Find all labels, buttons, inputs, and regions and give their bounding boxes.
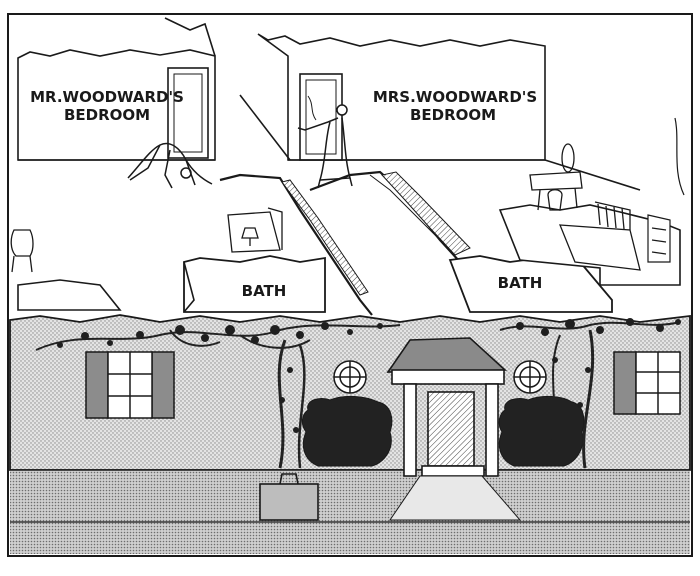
chair-icon [10, 229, 34, 273]
bath-left-label: BATH [242, 282, 287, 300]
bath-left-box [183, 255, 326, 313]
floor-cut-left [219, 173, 373, 316]
lamp-table-icon [227, 207, 283, 253]
standing-woman-figure [297, 95, 353, 189]
mrs-bedroom-label-line1: MRS.WOODWARD'S [373, 88, 537, 106]
round-window-right [513, 360, 547, 394]
vine-leaves [57, 318, 681, 433]
suitcase-icon [259, 473, 319, 521]
roof-jag-left [164, 17, 216, 57]
mr-bedroom-label-line1: MR.WOODWARD'S [30, 88, 184, 106]
mr-bedroom-label-line2: BEDROOM [64, 106, 150, 124]
window-right [613, 351, 681, 415]
porch-post-right [485, 383, 499, 477]
hedge-right [498, 395, 585, 467]
crawling-man-figure [127, 142, 213, 189]
front-path [389, 475, 522, 521]
bath-right-label: BATH [498, 274, 543, 292]
ground-area [10, 470, 690, 554]
round-window-left [333, 360, 367, 394]
porch-post-left [403, 383, 417, 477]
mrs-bedroom-door [299, 73, 343, 161]
upper-floor-interior [10, 17, 685, 316]
mr-bedroom-door [167, 67, 209, 159]
bed-icon [559, 201, 641, 271]
cabinet-icon [647, 214, 671, 263]
vanity-icon [529, 143, 583, 211]
hedge-left [301, 395, 393, 467]
ground-floor-exterior [9, 314, 691, 554]
front-porch [386, 337, 508, 477]
window-left [85, 351, 175, 419]
mrs-bedroom-label-line2: BEDROOM [410, 106, 496, 124]
room-labels: MR.WOODWARD'S BEDROOM MRS.WOODWARD'S BED… [30, 88, 542, 300]
front-door [427, 391, 475, 467]
